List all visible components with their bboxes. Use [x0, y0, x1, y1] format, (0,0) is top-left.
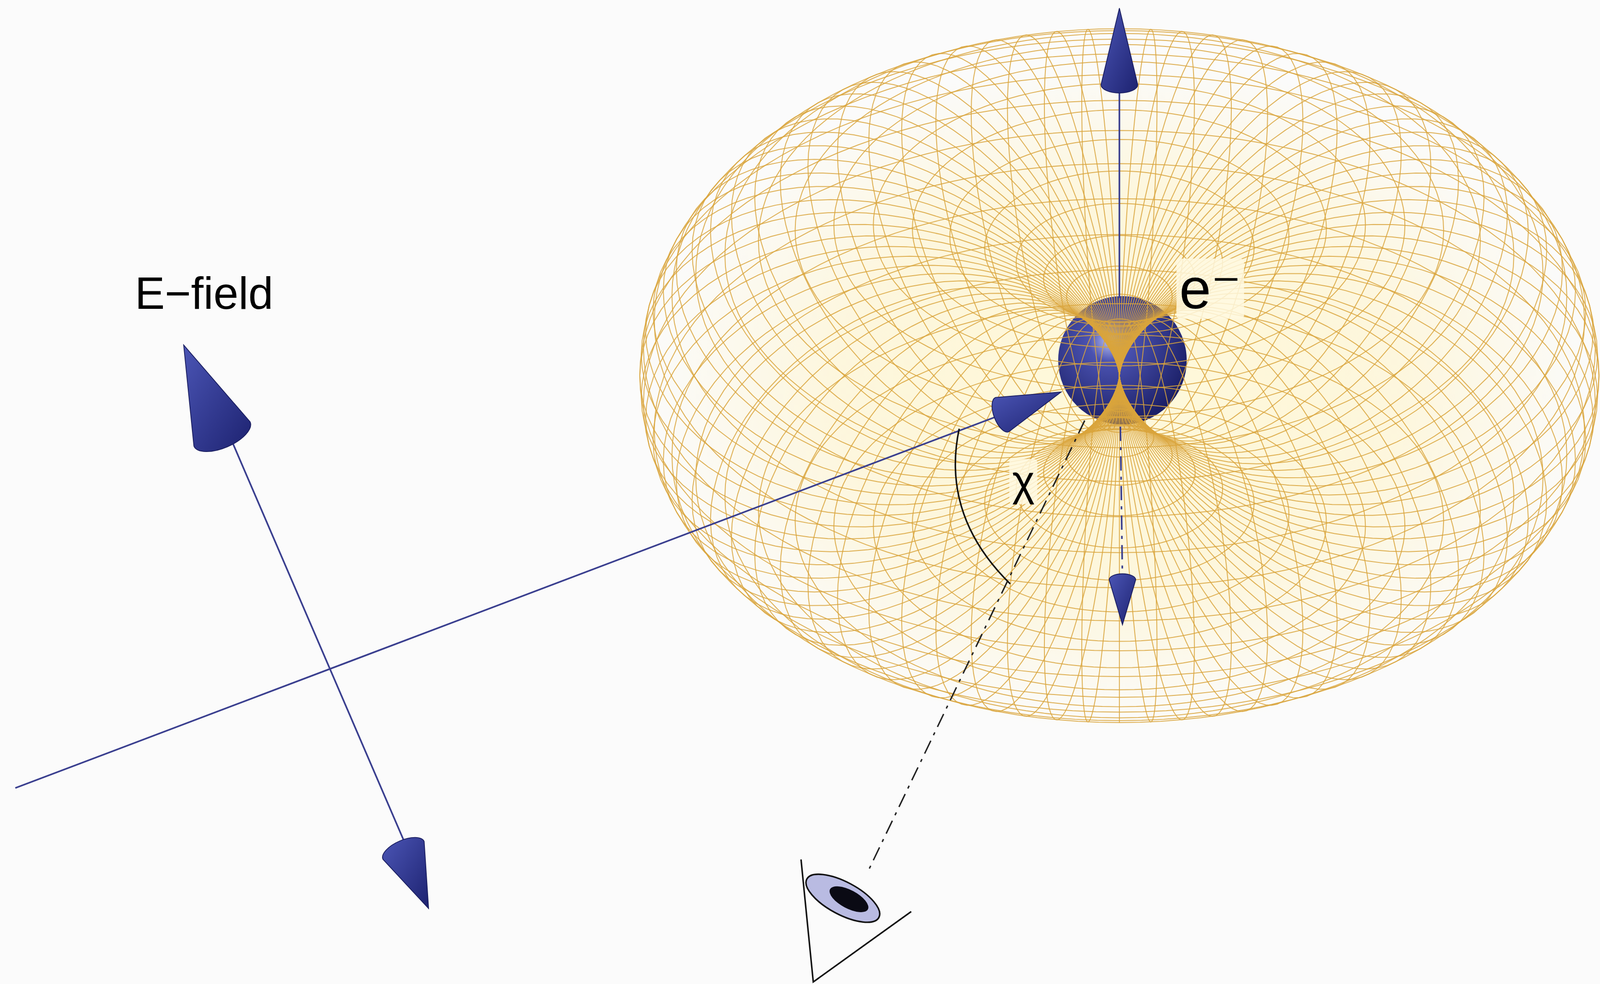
pattern-wire — [935, 317, 1120, 706]
pattern-wire — [1119, 118, 1508, 458]
arrow-cone — [1101, 8, 1138, 93]
pattern-wire — [1119, 199, 1594, 505]
pattern-wire — [971, 318, 1120, 712]
pattern-wire — [1119, 256, 1586, 565]
pattern-wire — [971, 39, 1120, 433]
pattern-wire — [868, 313, 1119, 690]
angle-label: χ — [1009, 458, 1038, 505]
eye-pupil — [825, 881, 873, 918]
pattern-wire — [1119, 310, 1402, 680]
pattern-wire — [1119, 186, 1586, 495]
pattern-wire — [901, 315, 1120, 698]
eye-ball — [799, 864, 887, 933]
pattern-wire — [837, 71, 1119, 442]
pattern-wire — [645, 246, 1120, 552]
incident-ray — [15, 411, 1010, 789]
pattern-wire — [1119, 212, 1598, 516]
arrow-cone — [183, 345, 251, 453]
pattern-wire — [653, 256, 1120, 565]
pattern-wire — [780, 302, 1120, 658]
e-field-line — [226, 428, 411, 856]
beam-lines — [15, 81, 1123, 873]
arrow-heads — [183, 8, 1138, 909]
arrow-cone — [382, 837, 429, 909]
angle-arc — [955, 428, 1010, 584]
pattern-wire — [1119, 71, 1402, 442]
pattern-wire — [1119, 317, 1304, 706]
charge-label: e⁻ — [1176, 258, 1245, 319]
radiation-pattern — [639, 28, 1600, 723]
pattern-wire — [1119, 298, 1485, 646]
pattern-wire — [1119, 318, 1268, 712]
pattern-wire — [710, 287, 1119, 620]
observer-line — [867, 420, 1085, 874]
pattern-wire — [1119, 39, 1268, 433]
arrow-cone — [1109, 573, 1137, 626]
pattern-wire — [639, 224, 1120, 528]
pattern-wire — [1119, 321, 1158, 723]
pattern-wire — [710, 132, 1119, 464]
pattern-wire — [1119, 173, 1576, 487]
axis-line-dashed — [1120, 426, 1123, 580]
pattern-wire — [731, 118, 1120, 458]
pattern-wire — [1119, 132, 1529, 464]
observer-eye — [799, 859, 911, 982]
pattern-wire — [1119, 46, 1304, 435]
pattern-wire — [1007, 34, 1120, 432]
pattern-wire — [1119, 159, 1563, 478]
pattern-wire — [731, 293, 1120, 633]
pattern-wire — [1119, 82, 1432, 445]
pattern-wire — [1119, 307, 1432, 670]
pattern-wire — [1119, 293, 1508, 633]
pattern-wire — [1119, 145, 1547, 471]
pattern-wire — [837, 310, 1119, 680]
pattern-wire — [1119, 62, 1370, 439]
pattern-wire — [1044, 320, 1120, 720]
pattern-wire — [807, 82, 1120, 445]
pattern-wire — [1119, 224, 1600, 528]
axis-label: E−field — [132, 270, 277, 318]
pattern-wire — [1119, 287, 1529, 620]
arrow-cone — [991, 392, 1061, 433]
pattern-wire — [1119, 93, 1459, 449]
pattern-wire — [935, 46, 1120, 435]
pattern-wire — [653, 186, 1120, 495]
pattern-wire — [807, 307, 1120, 670]
pattern-wire — [1119, 320, 1232, 717]
pattern-wire — [676, 159, 1120, 478]
pattern-wire — [1119, 53, 1338, 436]
pattern-wire — [754, 105, 1120, 453]
axis-line — [1118, 81, 1121, 298]
pattern-wire — [1119, 246, 1594, 552]
pattern-wire — [724, 28, 1514, 482]
